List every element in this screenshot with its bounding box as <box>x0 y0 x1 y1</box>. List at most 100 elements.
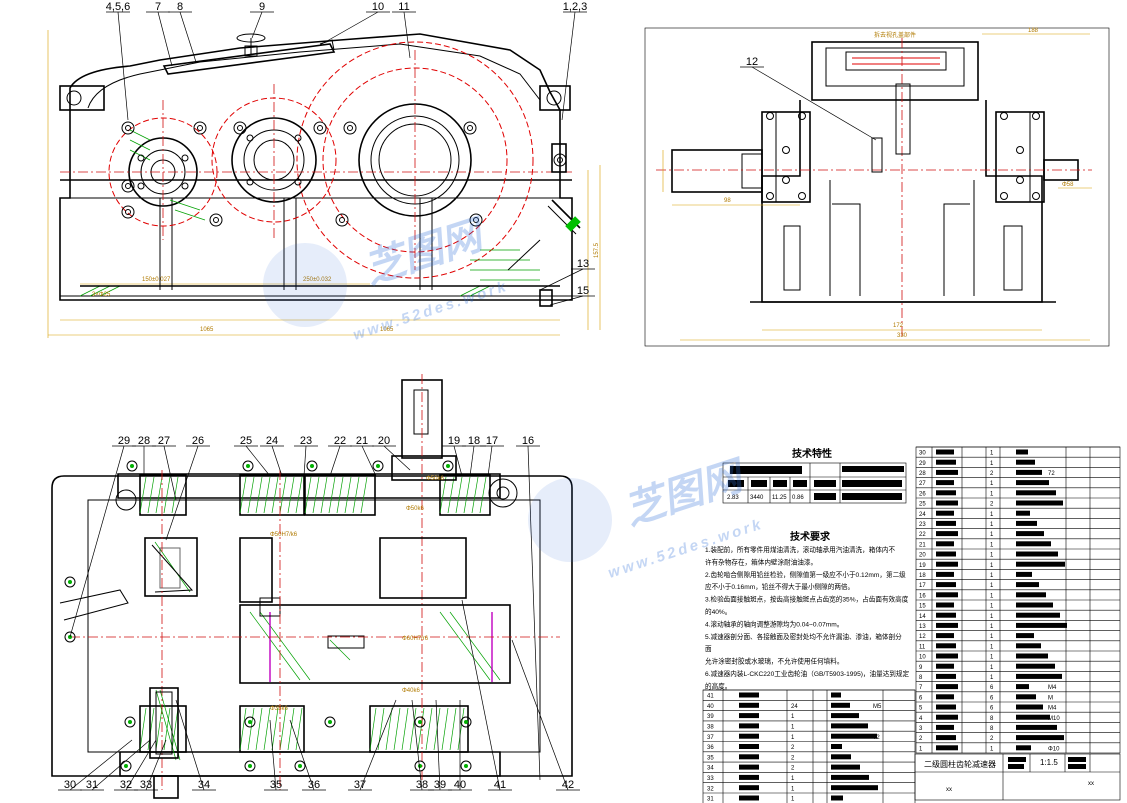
flange-bolt <box>1016 176 1024 184</box>
part-no: 24 <box>919 512 926 518</box>
requirement-line: 1.装配前，所有零件用煤油清洗，滚动轴承用汽油清洗，箱体内不 <box>705 545 896 554</box>
bearing-housing <box>139 705 187 753</box>
hatch-line <box>247 707 255 751</box>
part-number-label: 36 <box>308 779 320 791</box>
leader-line <box>539 268 584 291</box>
tech-characteristics-title: 技术特性 <box>792 447 832 460</box>
bolt-core <box>248 764 252 768</box>
part-no: 40 <box>707 704 714 710</box>
cap-screw <box>294 134 302 142</box>
requirement-line: 的高度。 <box>705 681 731 690</box>
part-number-label: 28 <box>138 435 150 447</box>
part-qty: 1 <box>990 461 994 467</box>
part-number-label: 9 <box>259 1 265 13</box>
leader-line <box>329 445 341 477</box>
part-qty: 1 <box>990 481 994 487</box>
part-spec: Φ8 <box>1048 736 1057 742</box>
part-number-label: 11 <box>398 1 409 13</box>
part-no: 14 <box>919 614 926 620</box>
svg-text:157.5: 157.5 <box>594 242 600 258</box>
part-no: 31 <box>707 797 714 803</box>
part-spec: 72 <box>1048 471 1055 477</box>
hatch-line <box>336 476 344 514</box>
leader-line <box>125 739 157 791</box>
svg-text:0.86: 0.86 <box>792 495 804 501</box>
leader-line <box>269 719 277 791</box>
leader-line <box>453 445 463 477</box>
part-number-label: 38 <box>416 779 428 791</box>
hatch-line <box>139 707 147 751</box>
part-qty: 6 <box>990 706 994 712</box>
bolt-head <box>121 121 135 135</box>
part-no: 10 <box>919 655 926 661</box>
part-number-label: 35 <box>270 779 282 791</box>
leader-line <box>179 11 197 63</box>
leader-line <box>69 739 133 791</box>
bolt-hole <box>557 157 563 163</box>
svg-text:330: 330 <box>897 333 908 339</box>
part-number-label: 1,2,3 <box>563 1 587 13</box>
part-spec: Φ10 <box>1048 746 1060 752</box>
part-no: 27 <box>919 481 926 487</box>
requirement-line: 许有杂物存在，箱体内壁涂耐油油漆。 <box>705 557 817 566</box>
hatch-line <box>147 476 155 514</box>
part-number-label: 22 <box>334 435 346 447</box>
hatch-line <box>479 476 487 514</box>
part-no: 35 <box>707 755 714 761</box>
part-no: 6 <box>919 695 923 701</box>
bolt-head <box>64 576 76 588</box>
hatch-line <box>455 476 463 514</box>
part-no: 19 <box>919 563 926 569</box>
hatch-line <box>139 476 147 514</box>
part-no: 20 <box>919 553 926 559</box>
part-spec: 72 <box>873 735 880 741</box>
flange-bolt <box>766 192 774 200</box>
part-number-label: 33 <box>140 779 152 791</box>
front-view-bolts <box>121 121 567 227</box>
hatch-line <box>147 707 155 751</box>
hatch-line <box>425 707 433 751</box>
svg-text:250±0.032: 250±0.032 <box>303 277 332 283</box>
part-number-label: 34 <box>198 779 210 791</box>
part-qty: 2 <box>990 471 994 477</box>
bolt-hole <box>213 217 219 223</box>
part-no: 41 <box>707 694 714 700</box>
part-qty: 1 <box>990 665 994 671</box>
part-no: 1 <box>919 746 923 752</box>
part-qty: 1 <box>791 735 795 741</box>
part-qty: 1 <box>990 542 994 548</box>
leader-line <box>361 445 377 477</box>
hatch-line <box>449 707 457 751</box>
hatch-line <box>263 707 271 751</box>
bolt-head <box>121 179 135 193</box>
cap-screw <box>137 154 145 162</box>
leader-line <box>163 445 177 501</box>
part-qty: 1 <box>990 634 994 640</box>
part-qty: 2 <box>990 502 994 508</box>
svg-text:Φ40k6: Φ40k6 <box>402 688 420 694</box>
bolt-hole <box>125 209 131 215</box>
cap-screw <box>137 182 145 190</box>
hatch-line <box>377 707 385 751</box>
cap-screw <box>246 134 254 142</box>
part-number-label: 37 <box>354 779 366 791</box>
bolt-core <box>246 464 250 468</box>
requirement-line: 2.齿轮啮合侧隙用铅丝检验，侧隙值第一级应不小于0.12mm，第二级 <box>705 570 906 579</box>
part-no: 12 <box>919 634 926 640</box>
part-no: 26 <box>919 491 926 497</box>
hatch-line <box>457 707 465 751</box>
part-number-label: 40 <box>454 779 466 791</box>
bolt-core <box>464 764 468 768</box>
part-qty: 1 <box>990 532 994 538</box>
hatch-line <box>439 476 447 514</box>
bolt-head <box>442 460 454 472</box>
cap-screw <box>181 182 189 190</box>
bolt-core <box>446 464 450 468</box>
part-no: 7 <box>919 685 923 691</box>
part-no: 33 <box>707 776 714 782</box>
hatch-line <box>401 707 409 751</box>
part-number-label: 29 <box>118 435 130 447</box>
bearing-housing <box>439 474 491 516</box>
requirement-line: 3.检验齿面接触斑点，按齿高接触斑点占齿宽的35%，占齿面有效高度 <box>705 595 909 604</box>
bearing-housing <box>239 474 305 516</box>
